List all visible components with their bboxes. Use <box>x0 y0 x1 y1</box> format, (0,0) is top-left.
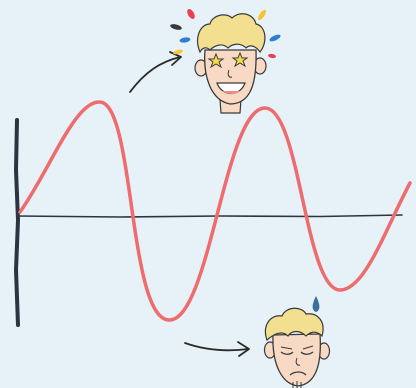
arrow-to-happy-face-icon <box>129 51 182 93</box>
sweat-drop-icon <box>312 296 320 312</box>
happy-face-icon <box>194 13 267 114</box>
mood-wave-curve <box>18 100 412 322</box>
sad-face-icon <box>263 296 331 388</box>
horizontal-axis <box>16 214 403 218</box>
arrow-to-sad-face-icon <box>184 341 250 357</box>
vertical-axis <box>13 118 21 327</box>
sparkles-icon <box>170 9 281 59</box>
